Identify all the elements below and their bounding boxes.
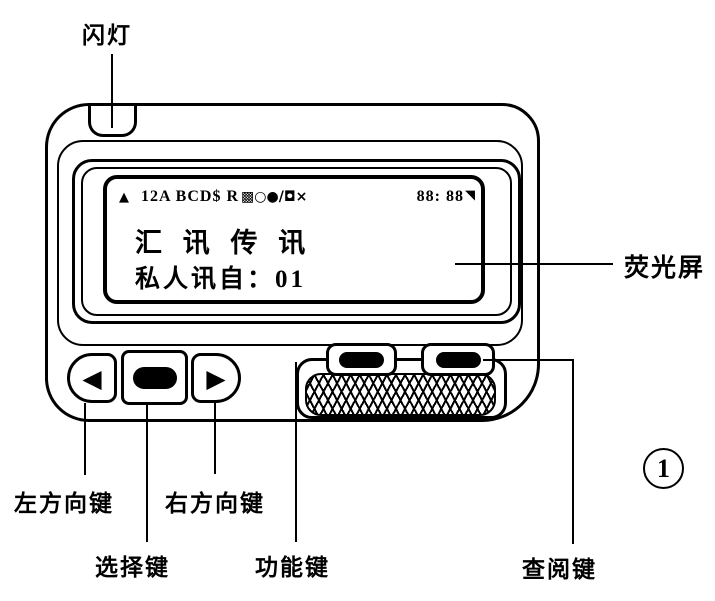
pencil-icon: / [278, 189, 284, 205]
screen-label: 荧光屏 [624, 255, 706, 282]
right-direction-key: ▶ [191, 353, 241, 403]
lcd-message-line1: 汇 讯 传 讯 [135, 228, 313, 258]
view-key-leader-line-v [572, 359, 574, 544]
right-key-leader-line [214, 403, 216, 474]
select-key [121, 350, 188, 405]
flash-label: 闪灯 [82, 23, 132, 48]
right-direction-key-label: 右方向键 [165, 491, 265, 516]
lcd-status-text: 12A BCD$ R [141, 188, 240, 205]
view-key-leader-line-h [483, 359, 574, 361]
view-key [421, 343, 495, 376]
right-arrow-icon: ▶ [206, 363, 226, 393]
figure-number-text: 1 [657, 453, 670, 483]
battery-icon: ▩ [241, 189, 255, 205]
alarm-icon: ○ [254, 189, 267, 205]
lcd-status-row: ▲ 12A BCD$ R ▩○●/◘× 88: 88 ◥ [119, 188, 475, 206]
select-key-label: 选择键 [95, 555, 170, 580]
message-icon: ● [266, 189, 279, 205]
corner-flag-icon: ◥ [465, 188, 475, 203]
screen-leader-line [455, 263, 613, 265]
bell-icon: ◘ [283, 189, 296, 205]
left-direction-key: ◀ [67, 353, 117, 403]
pager-inner-outline [57, 140, 523, 346]
function-key-label: 功能键 [255, 555, 330, 580]
figure-number: 1 [643, 448, 684, 489]
left-arrow-icon: ◀ [82, 363, 102, 393]
view-key-label: 查阅键 [522, 557, 597, 582]
view-key-pad [435, 351, 481, 368]
alert-triangle-icon: ▲ [119, 189, 129, 205]
lcd-status-icons: ▩○●/◘× [241, 189, 307, 205]
left-key-leader-line [84, 403, 86, 475]
select-key-leader-line [146, 405, 148, 542]
flash-leader-line [111, 54, 113, 128]
function-key-pad [339, 351, 384, 368]
select-key-pad [132, 366, 177, 389]
speaker-grille [305, 373, 496, 416]
lcd-screen: ▲ 12A BCD$ R ▩○●/◘× 88: 88 ◥ 汇 讯 传 讯 私人讯… [103, 175, 485, 304]
lcd-clock: 88: 88 [416, 188, 464, 205]
left-direction-key-label: 左方向键 [14, 491, 114, 516]
function-key [326, 343, 397, 376]
function-key-leader-line [295, 362, 297, 542]
speaker-off-icon: × [295, 189, 308, 205]
lcd-message-line2: 私人讯自：01 [135, 266, 307, 293]
